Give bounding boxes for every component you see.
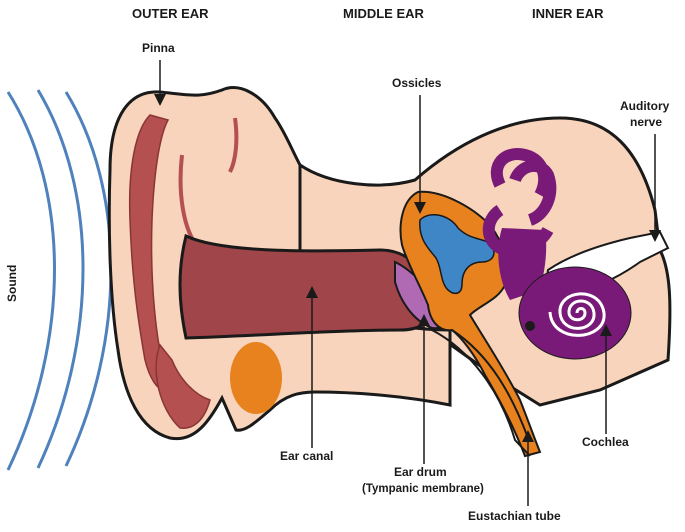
cochlea-shape — [518, 266, 632, 360]
label-auditory-nerve-line2: nerve — [630, 115, 662, 129]
sound-waves — [6, 89, 113, 471]
label-eustachian-tube: Eustachian tube — [468, 509, 561, 523]
ossicle-inner-shape — [419, 213, 495, 295]
label-ear-drum-line2: (Tympanic membrane) — [362, 483, 484, 495]
sound-wave-1 — [6, 91, 56, 471]
sound-wave-2 — [36, 89, 85, 469]
lobe-fold — [155, 343, 211, 429]
cochlea-spiral — [548, 292, 606, 337]
label-ear-drum-line1: Ear drum — [394, 465, 447, 479]
oval-window-dot — [525, 321, 535, 331]
label-ear-canal: Ear canal — [280, 449, 333, 463]
sound-wave-3 — [64, 91, 113, 467]
heading-inner-ear: INNER EAR — [532, 6, 604, 21]
heading-middle-ear: MIDDLE EAR — [343, 6, 425, 21]
concha-pad — [230, 342, 282, 414]
eustachian-tube-outline — [431, 329, 531, 457]
label-auditory-nerve-line1: Auditory — [620, 99, 670, 113]
label-pinna: Pinna — [142, 41, 175, 55]
label-cochlea: Cochlea — [582, 435, 629, 449]
antihelix-fold-2 — [228, 117, 239, 173]
label-sound: Sound — [5, 265, 19, 302]
heading-outer-ear: OUTER EAR — [132, 6, 209, 21]
label-ossicles: Ossicles — [392, 76, 442, 90]
